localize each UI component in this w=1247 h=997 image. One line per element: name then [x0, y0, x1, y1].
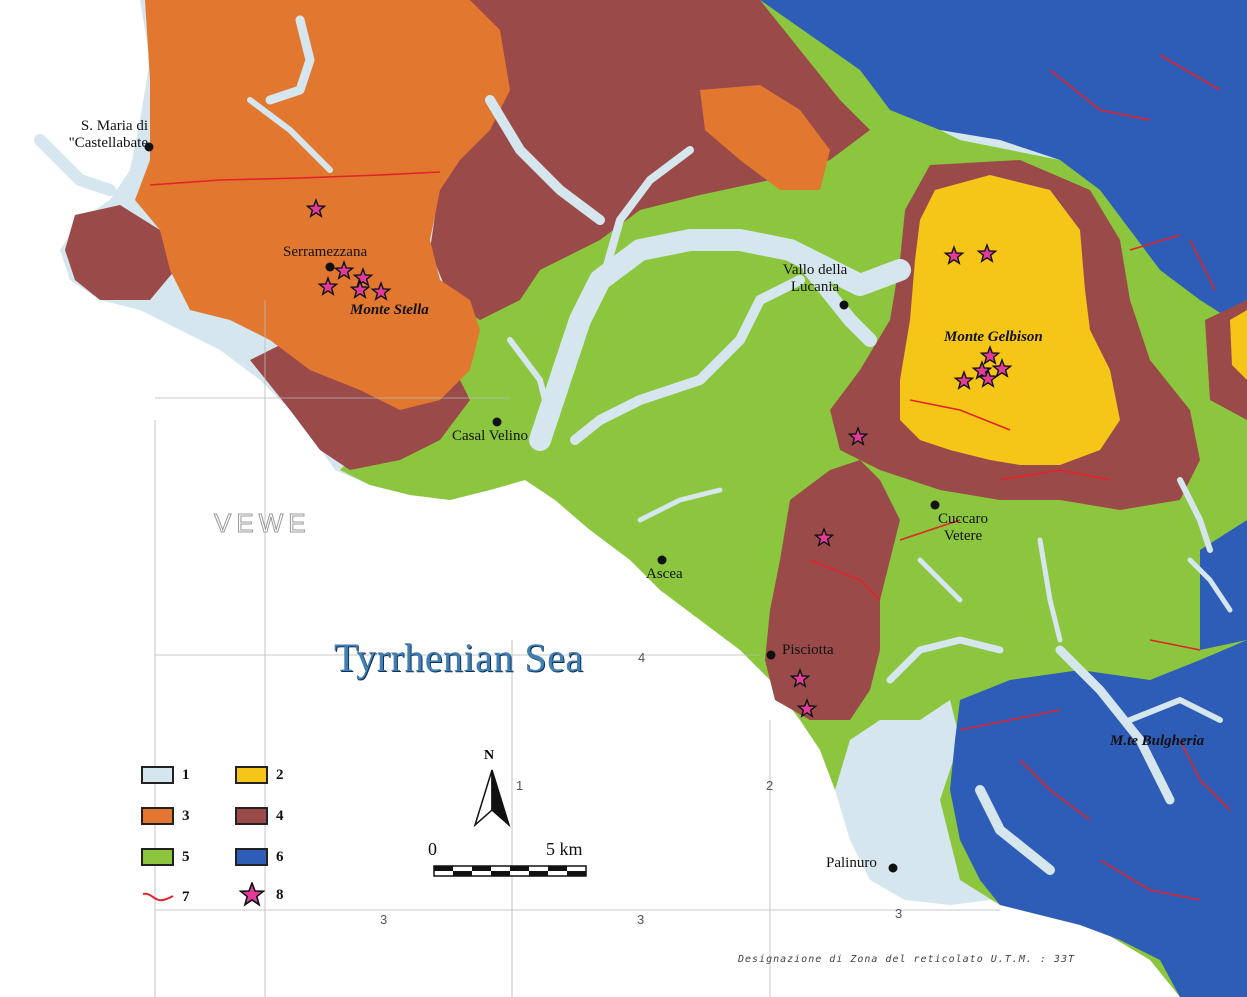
grid-number: 1: [516, 778, 524, 793]
unit-4-pisciotta: [765, 460, 900, 720]
sample-site-star: [847, 425, 869, 446]
unit-3-east: [700, 85, 830, 190]
legend-swatch: [235, 766, 268, 784]
rivers: [34, 15, 1233, 875]
sample-site-star: [333, 259, 355, 280]
star-icon: [235, 882, 268, 907]
legend-swatch: [235, 807, 268, 825]
utm-grid: [154, 300, 1000, 997]
legend-label: 1: [182, 766, 190, 783]
legend-item-3: 3: [141, 805, 190, 827]
legend-item-4: 4: [235, 805, 284, 827]
unit-3-monte-stella: [135, 0, 510, 410]
sample-site-star: [991, 357, 1013, 378]
north-label: N: [484, 748, 495, 763]
label-m-te-bulgheria: M.te Bulgheria: [1110, 733, 1205, 749]
utm-zone-note: Designazione di Zona del reticolato U.T.…: [738, 954, 1075, 965]
legend-label: 4: [276, 807, 284, 824]
sample-site-star: [352, 266, 374, 287]
label-ascea: Ascea: [646, 566, 683, 582]
sample-site-star: [971, 359, 993, 380]
sample-site-star: [349, 278, 371, 299]
unit-2-gelbison: [900, 175, 1120, 465]
label-pisciotta: Pisciotta: [782, 642, 834, 658]
grid-number: 3: [637, 912, 645, 927]
grid-number: 3: [895, 906, 903, 921]
unit-2-east: [1230, 310, 1247, 380]
legend-item-6: 6: [235, 846, 284, 868]
legend-swatch: [141, 766, 174, 784]
town-dots: [144, 142, 940, 873]
label-cuccaro-vetere: Cuccaro Vetere: [938, 511, 988, 545]
sample-site-star: [789, 667, 811, 688]
sample-site-star: [813, 526, 835, 547]
sample-site-star: [370, 280, 392, 301]
scale-bar: [433, 865, 587, 877]
unit-4-west: [65, 205, 175, 300]
label-tyrrhenian-sea: Tyrrhenian Sea: [334, 635, 584, 680]
legend-label: 7: [182, 888, 190, 905]
unit-6-northeast: [760, 0, 1247, 330]
legend-item-1: 1: [141, 764, 190, 786]
legend-label: 6: [276, 848, 284, 865]
stamp-vewe: VEWE: [214, 508, 311, 539]
sample-site-star: [796, 697, 818, 718]
unit-4-north: [430, 0, 870, 320]
scale-end-label: 5 km: [546, 839, 583, 859]
sample-site-star: [943, 244, 965, 265]
fault-line-icon: [141, 886, 174, 908]
legend-item-7: 7: [141, 886, 190, 908]
sample-site-star: [305, 197, 327, 218]
legend-swatch: [235, 848, 268, 866]
grid-number: 4: [638, 650, 646, 665]
grid-number: 3: [380, 912, 388, 927]
sample-site-star: [976, 242, 998, 263]
sample-site-star: [977, 367, 999, 388]
grid-number: 2: [766, 778, 774, 793]
unit-6-east: [1200, 520, 1247, 650]
legend-item-8: 8: [235, 882, 284, 907]
faults: [149, 54, 1231, 901]
label-palinuro: Palinuro: [826, 855, 877, 871]
legend-label: 5: [182, 848, 190, 865]
unit-6-bulgheria: [950, 640, 1247, 997]
sample-site-star: [317, 275, 339, 296]
legend-label: 3: [182, 807, 190, 824]
label-serramezzana: Serramezzana: [283, 244, 368, 260]
sample-site-star: [979, 344, 1001, 365]
legend-item-5: 5: [141, 846, 190, 868]
label-monte-stella: Monte Stella: [350, 302, 429, 318]
label-monte-gelbison: Monte Gelbison: [944, 329, 1043, 345]
legend-swatch: [141, 848, 174, 866]
label-casal-velino: Casal Velino: [452, 428, 528, 444]
label-s-maria-di-castellabate: S. Maria di "Castellabate: [68, 118, 148, 152]
sample-sites: [305, 197, 1013, 718]
legend-item-2: 2: [235, 764, 284, 786]
label-vallo-della-lucania: Vallo della Lucania: [782, 262, 848, 296]
legend-swatch: [141, 807, 174, 825]
north-arrow: [473, 769, 511, 828]
scale-start-label: 0: [428, 839, 437, 859]
legend-label: 8: [276, 886, 284, 903]
sample-site-star: [953, 369, 975, 390]
legend-label: 2: [276, 766, 284, 783]
